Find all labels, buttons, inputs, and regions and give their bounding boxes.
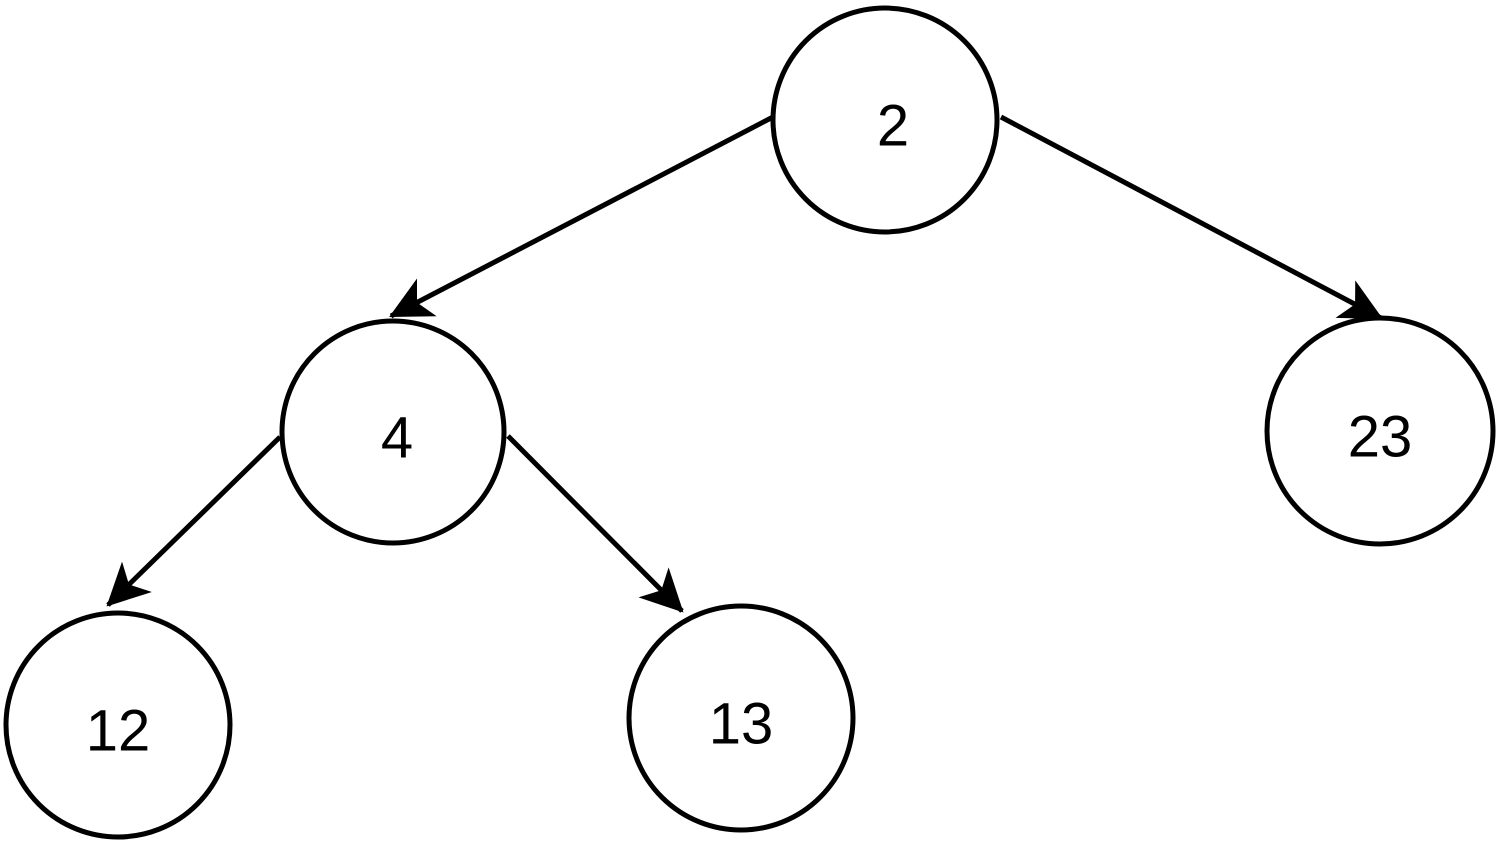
tree-node-4: 4 (279, 318, 507, 546)
edge-2-to-4 (389, 114, 775, 319)
node-circle-12 (3, 610, 233, 840)
node-label-12: 12 (86, 698, 151, 763)
tree-node-12: 12 (3, 610, 233, 840)
edge-2-to-23 (999, 114, 1383, 321)
tree-node-2: 2 (770, 5, 1000, 235)
tree-nodes: 2 4 23 12 13 (3, 5, 1496, 840)
edge-4-to-13 (506, 434, 684, 613)
tree-edges (106, 114, 1383, 613)
tree-node-23: 23 (1264, 315, 1496, 547)
edge-4-to-12 (106, 435, 282, 607)
node-circle-23 (1264, 315, 1496, 547)
node-label-23: 23 (1348, 404, 1413, 469)
node-label-4: 4 (381, 405, 413, 470)
node-circle-4 (279, 318, 507, 546)
node-label-13: 13 (709, 691, 774, 756)
node-circle-13 (626, 603, 856, 833)
node-label-2: 2 (877, 93, 909, 158)
tree-node-13: 13 (626, 603, 856, 833)
node-circle-2 (770, 5, 1000, 235)
